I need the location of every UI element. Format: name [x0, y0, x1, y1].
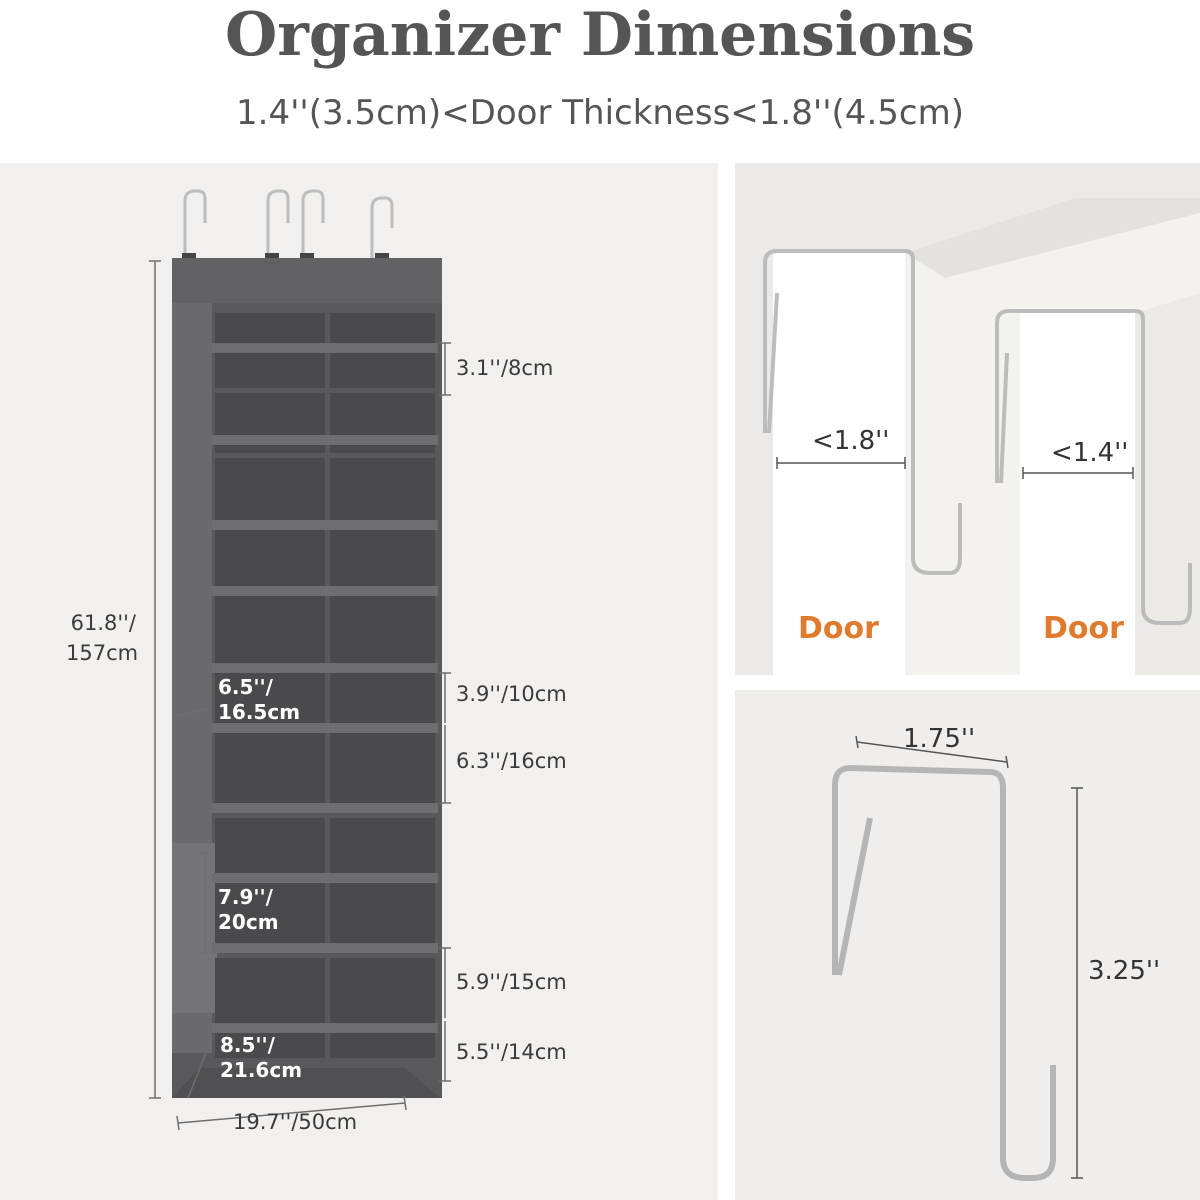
height-label: 61.8''/ 157cm [66, 611, 139, 665]
pocket-d-label: 5.5''/14cm [456, 1040, 567, 1064]
thin-door-label: <1.4'' [1051, 438, 1129, 468]
hook-width-label: 1.75'' [903, 724, 976, 754]
door-text-1: Door [798, 611, 879, 646]
page-subtitle: 1.4''(3.5cm)<Door Thickness<1.8''(4.5cm) [236, 93, 964, 133]
side-width-label: 6.5''/ 16.5cm [218, 675, 301, 724]
bottom-depth-label: 8.5''/ 21.6cm [220, 1033, 303, 1082]
door-thickness-panel: <1.8'' <1.4'' Door Door [735, 163, 1200, 675]
organizer-panel: 61.8''/ 157cm 19.7''/50cm 3.1''/8cm 3.9'… [0, 163, 718, 1200]
pocket-b-label: 6.3''/16cm [456, 749, 567, 773]
organizer-illustration [149, 189, 451, 1131]
hook-illustration [832, 735, 1083, 1181]
width-label: 19.7''/50cm [233, 1110, 358, 1134]
page-title: Organizer Dimensions [225, 0, 975, 70]
side-height-label: 7.9''/ 20cm [218, 885, 279, 934]
top-pocket-label: 3.1''/8cm [456, 356, 554, 380]
door-text-2: Door [1043, 611, 1124, 646]
hook-height-label: 3.25'' [1088, 956, 1161, 986]
hanger-hooks [183, 189, 394, 258]
door-illustration [763, 198, 1200, 675]
thick-door-label: <1.8'' [812, 426, 890, 456]
pocket-a-label: 3.9''/10cm [456, 682, 567, 706]
pocket-c-label: 5.9''/15cm [456, 970, 567, 994]
hook-panel: 1.75'' 3.25'' [735, 690, 1200, 1200]
